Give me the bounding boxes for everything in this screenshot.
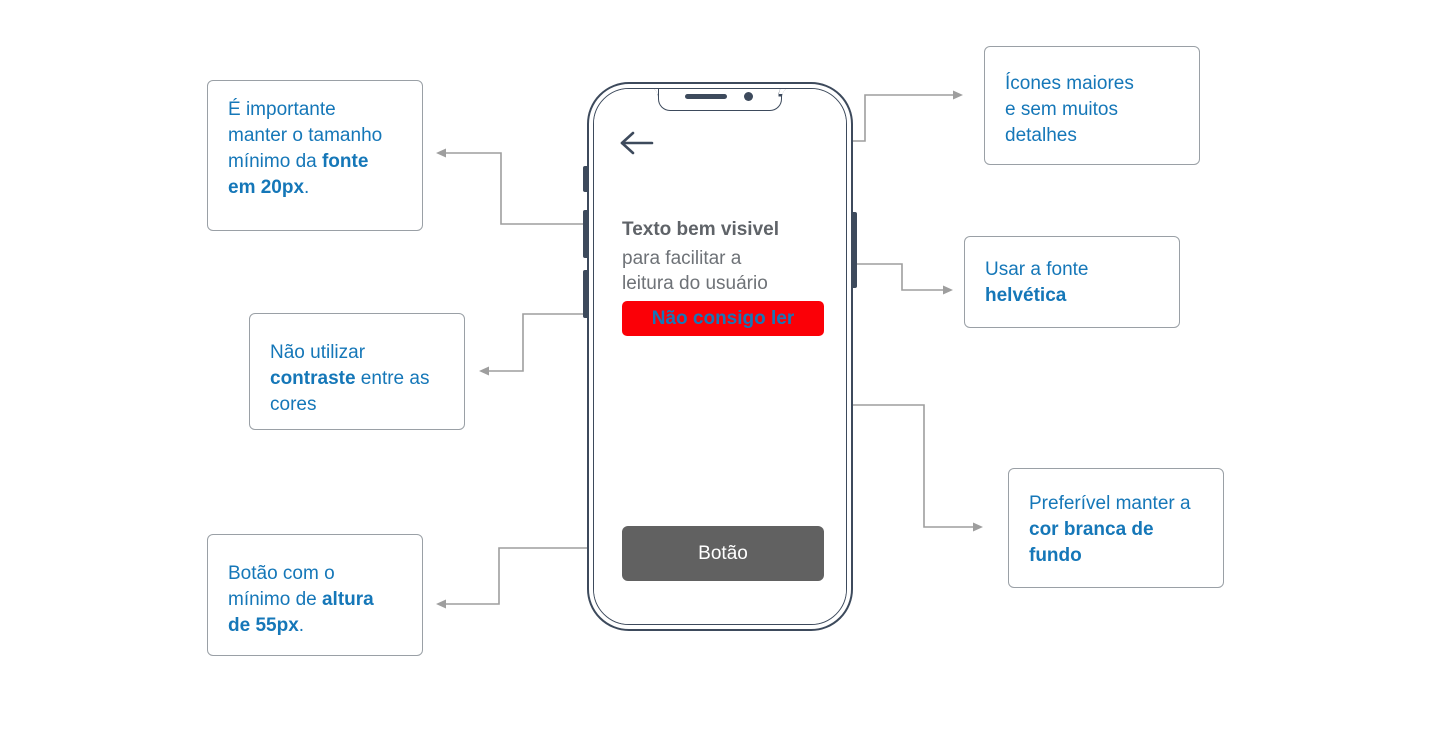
phone-inner-frame: Texto bem visivel para facilitar a leitu… [593, 88, 847, 625]
callout-contrast: Não utilizar contraste entre as cores [249, 313, 465, 430]
callout-icons: Ícones maiores e sem muitos detalhes [984, 46, 1200, 165]
callout-white-background-line-2-bold: cor branca de [1029, 519, 1154, 540]
phone-mockup: Texto bem visivel para facilitar a leitu… [583, 82, 857, 631]
volume-down-button[interactable] [583, 270, 587, 318]
callout-button-height: Botão com o mínimo de altura de 55px. [207, 534, 423, 656]
callout-white-background-line-2: cor branca de [1029, 517, 1203, 543]
callout-white-background-line-3: fundo [1029, 543, 1203, 569]
phone-notch [658, 89, 782, 111]
callout-font-size-line-3-bold: fonte [321, 151, 369, 172]
callout-font-size-line-3: mínimo da fonte [228, 149, 402, 175]
callout-font-size-line-3-plain: mínimo da [228, 151, 322, 172]
callout-font-size-line-4-bold: em 20px [228, 177, 305, 198]
callout-font-size-line-4-plain: . [304, 177, 310, 198]
callout-contrast-line-2: contraste entre as [270, 366, 444, 392]
callout-helvetica-line-1: Usar a fonte [985, 259, 1089, 280]
callout-font-size-line-2: manter o tamanho [228, 125, 383, 146]
callout-contrast-line-2-bold: contraste [270, 368, 356, 389]
callout-button-height-line-3-plain: . [298, 615, 305, 636]
callout-contrast-line-3: cores [270, 394, 317, 415]
callout-font-size-line-4: em 20px. [228, 175, 402, 201]
callout-white-background-line-1: Preferível manter a [1029, 493, 1191, 514]
callout-helvetica-font: Usar a fonte helvética [964, 236, 1180, 328]
phone-screen: Texto bem visivel para facilitar a leitu… [594, 89, 846, 624]
callout-font-size: É importante manter o tamanho mínimo da … [207, 80, 423, 231]
callout-contrast-line-1: Não utilizar [270, 342, 366, 363]
callout-contrast-line-2-plain: entre as [355, 368, 430, 389]
callout-icons-line-1: Ícones maiores [1005, 73, 1134, 94]
callout-helvetica-line-2: helvética [985, 283, 1159, 309]
callout-white-background: Preferível manter a cor branca de fundo [1008, 468, 1224, 588]
callout-button-height-line-1: Botão com o [228, 563, 335, 584]
callout-icons-line-2: e sem muitos [1005, 99, 1118, 120]
volume-up-button[interactable] [583, 210, 587, 258]
callout-white-background-line-3-bold: fundo [1029, 545, 1082, 566]
callout-button-height-line-3-bold: de 55px [228, 615, 299, 636]
callout-button-height-line-2-bold: altura [321, 589, 374, 610]
primary-button[interactable]: Botão [622, 526, 824, 581]
screen-heading: Texto bem visivel [622, 219, 779, 240]
callout-font-size-line-1: É importante [228, 99, 336, 120]
callout-button-height-line-2: mínimo de altura [228, 587, 402, 613]
callout-button-height-line-3: de 55px. [228, 613, 402, 639]
earpiece-speaker-icon [685, 94, 727, 99]
back-arrow-icon[interactable] [620, 129, 654, 157]
low-contrast-button[interactable]: Não consigo ler [622, 301, 824, 336]
screen-body-text: para facilitar a leitura do usuário [622, 246, 832, 296]
callout-button-height-line-2-plain: mínimo de [228, 589, 322, 610]
screen-body-line-1: para facilitar a [622, 248, 742, 269]
silent-switch[interactable] [583, 166, 587, 192]
power-button[interactable] [853, 212, 857, 288]
front-camera-icon [744, 92, 753, 101]
screen-body-line-2: leitura do usuário [622, 273, 768, 294]
callout-helvetica-line-2-bold: helvética [985, 285, 1067, 306]
callout-icons-line-3: detalhes [1005, 125, 1077, 146]
